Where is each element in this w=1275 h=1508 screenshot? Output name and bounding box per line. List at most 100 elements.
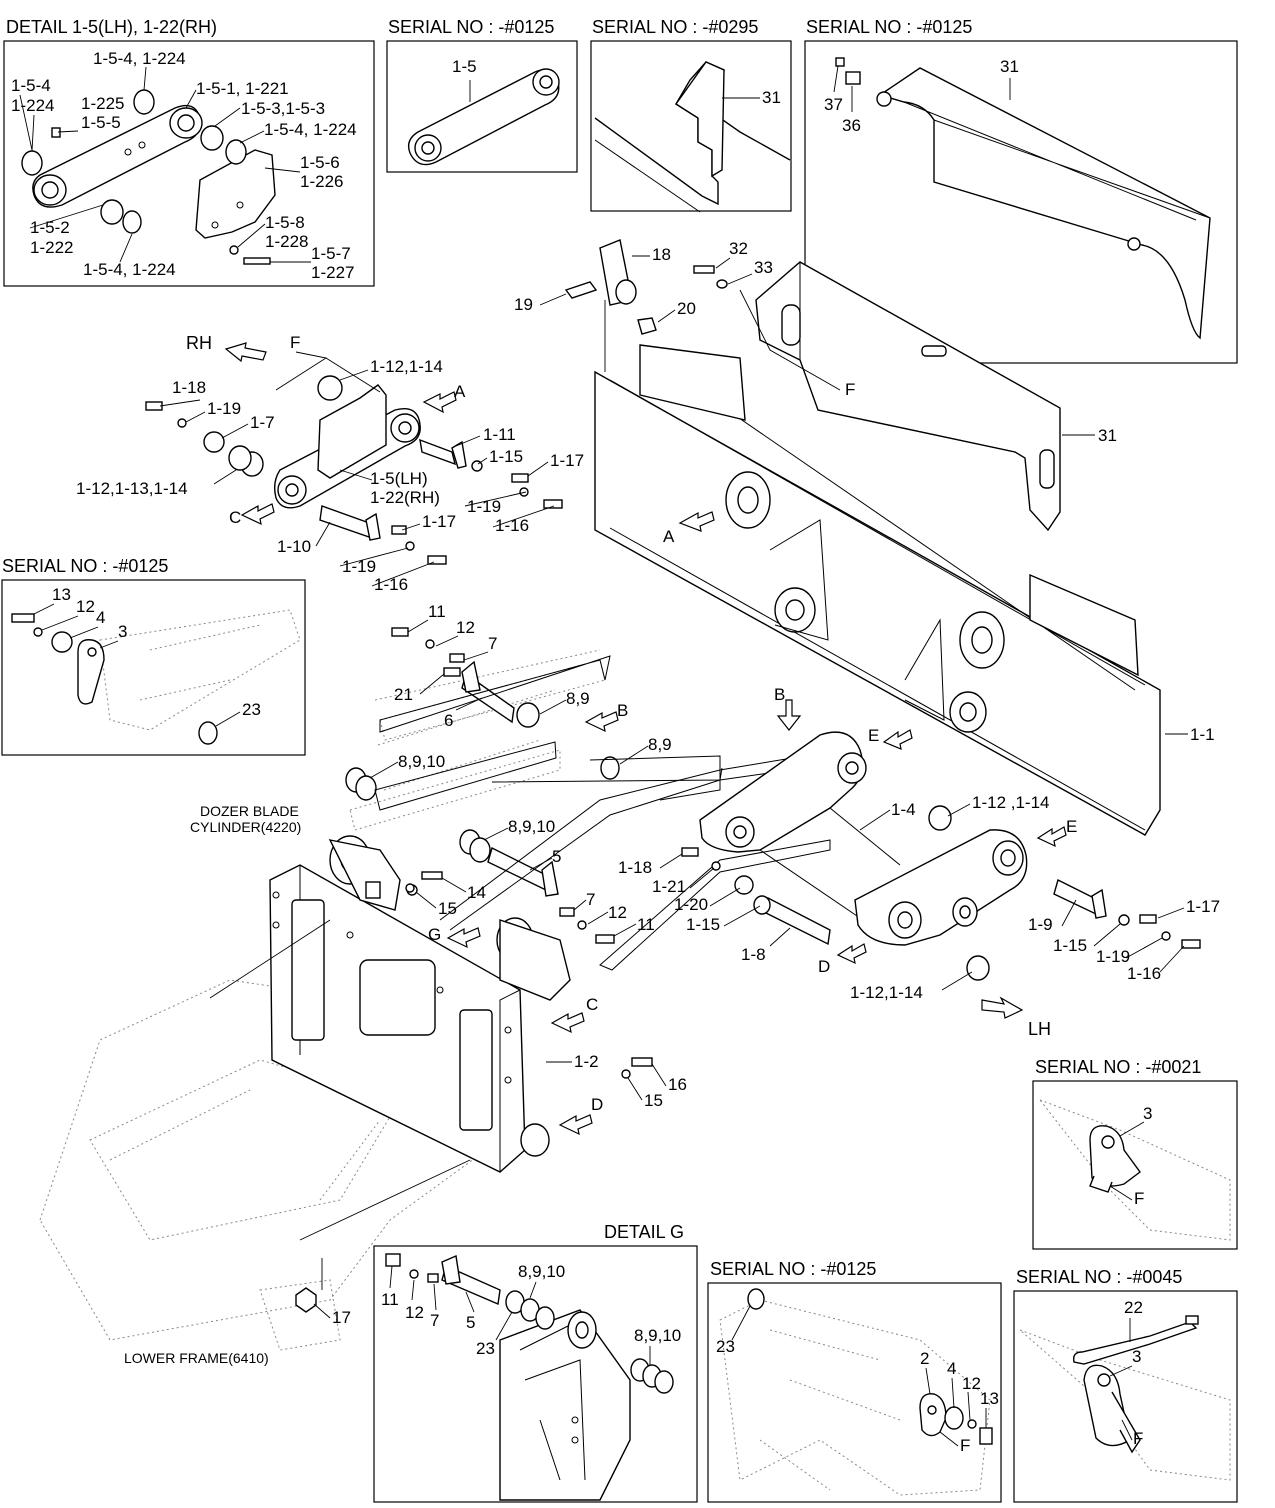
lbl-m-c1: C xyxy=(229,508,241,527)
lbl-g-8910a: 8,9,10 xyxy=(518,1262,565,1281)
lbl-r-115: 1-15 xyxy=(686,915,720,934)
lbl-r-118: 1-18 xyxy=(618,858,652,877)
lbl-l-13: 13 xyxy=(52,585,71,604)
lbl-r-120: 1-20 xyxy=(674,895,708,914)
serial-0125-cyl-panel: SERIAL NO : -#0125 13 12 4 3 23 xyxy=(1,556,306,756)
lbl-sd-13: 13 xyxy=(980,1389,999,1408)
serial-0021-panel: SERIAL NO : -#0021 3 F xyxy=(1032,1057,1238,1250)
arrow-b2-icon xyxy=(776,699,802,731)
lbl-d154b: 1-5-4, 1-224 xyxy=(93,49,186,68)
lbl-sd-4: 4 xyxy=(947,1359,956,1378)
serial-0045-panel: SERIAL NO : -#0045 22 3 F xyxy=(1013,1267,1238,1503)
lbl-c-12: 12 xyxy=(456,618,475,637)
lbl-c-16: 16 xyxy=(668,1075,687,1094)
lbl-d151: 1-5-1, 1-221 xyxy=(196,79,289,98)
lbl-lower-frame: LOWER FRAME(6410) xyxy=(124,1350,269,1366)
lbl-g-11: 11 xyxy=(381,1290,399,1309)
lbl-s21-3: 3 xyxy=(1143,1104,1152,1123)
lbl-m-33: 33 xyxy=(754,258,773,277)
lbl-c-12b: 12 xyxy=(608,903,627,922)
serial-0125-bottom-title: SERIAL NO : -#0125 xyxy=(710,1259,876,1279)
lbl-m-117b: 1-17 xyxy=(422,512,456,531)
serial-0125-link-title: SERIAL NO : -#0125 xyxy=(388,17,554,37)
lbl-c-14: 14 xyxy=(467,883,486,902)
rh-link-assembly: RH F 1-12,1-14 A 1-18 1-19 1-7 1-11 1-15… xyxy=(76,333,715,594)
lbl-c-5: 5 xyxy=(552,847,561,866)
lbl-m-117a: 1-17 xyxy=(550,451,584,470)
arrow-e2-icon xyxy=(1036,826,1067,848)
lbl-r-11: 1-1 xyxy=(1190,725,1215,744)
lbl-c-7b: 7 xyxy=(586,890,595,909)
lbl-c-d1: D xyxy=(591,1095,603,1114)
lbl-d154d: 1-5-4, 1-224 xyxy=(83,260,176,279)
detail-g-title: DETAIL G xyxy=(604,1222,684,1242)
guard-31 xyxy=(755,261,1061,532)
lbl-c-8910b: 8,9,10 xyxy=(508,817,555,836)
lbl-c-89b: 8,9 xyxy=(648,735,672,754)
lbl-sd-12: 12 xyxy=(962,1374,981,1393)
arrow-c2-icon xyxy=(550,1012,585,1034)
arrow-e-icon xyxy=(882,729,913,750)
lbl-s2-31: 31 xyxy=(762,88,781,107)
lbl-dozer-2: CYLINDER(4220) xyxy=(190,819,301,835)
lbl-l-12: 12 xyxy=(76,597,95,616)
lbl-s1-15: 1-5 xyxy=(452,57,477,76)
arm-upper-1-4 xyxy=(699,731,864,853)
lbl-c-b1: B xyxy=(617,701,628,720)
lbl-m-112b: 1-12,1-13,1-14 xyxy=(76,479,188,498)
lbl-r-112: 1-12 ,1-14 xyxy=(972,793,1050,812)
arrow-a2-icon xyxy=(678,511,715,532)
lbl-lh: LH xyxy=(1028,1019,1051,1039)
lbl-l-4: 4 xyxy=(96,608,105,627)
lbl-c-11b: 11 xyxy=(637,915,655,934)
detail-g-frame xyxy=(373,1245,698,1503)
serial-0125-bottom-panel: SERIAL NO : -#0125 23 2 4 12 13 F xyxy=(707,1259,1002,1503)
blade-assembly: 18 19 20 32 33 F 31 1-1 xyxy=(514,239,1215,836)
lbl-r-e1: E xyxy=(868,726,879,745)
detail-1-5-panel: DETAIL 1-5(LH), 1-22(RH) 1-5-4, 1-224 1-… xyxy=(3,17,375,287)
lbl-m-32: 32 xyxy=(729,239,748,258)
lbl-d155: 1-5-5 xyxy=(81,113,121,132)
serial-0125-cyl-frame xyxy=(1,579,306,756)
bracket-plate-1-5-6 xyxy=(195,149,276,239)
lbl-m-19: 19 xyxy=(514,295,533,314)
lbl-m-112a: 1-12,1-14 xyxy=(370,357,443,376)
cylinder-pin-assembly: 11 12 7 21 6 8,9 B 8,9 8,9,10 DOZER BLAD… xyxy=(190,602,862,971)
lbl-r-19: 1-9 xyxy=(1028,915,1053,934)
lbl-r-d: D xyxy=(818,957,830,976)
lbl-sd-2: 2 xyxy=(920,1349,929,1368)
lbl-r-116: 1-16 xyxy=(1127,964,1161,983)
lbl-r-117: 1-17 xyxy=(1186,897,1220,916)
lbl-l-23: 23 xyxy=(242,700,261,719)
detail-1-5-title: DETAIL 1-5(LH), 1-22(RH) xyxy=(6,17,217,37)
lbl-d1227: 1-227 xyxy=(311,263,354,282)
serial-0295-title: SERIAL NO : -#0295 xyxy=(592,17,758,37)
lbl-c-15: 15 xyxy=(438,899,457,918)
lbl-d1226: 1-226 xyxy=(300,172,343,191)
lbl-c-11: 11 xyxy=(428,602,446,621)
lbl-m-116b: 1-16 xyxy=(374,575,408,594)
serial-0125-guard-frame xyxy=(804,40,1238,364)
push-frame-assembly: G C 1-2 16 15 D 17 LOWER FRAME(6410) xyxy=(39,835,687,1366)
lbl-m-118: 1-18 xyxy=(172,378,206,397)
lbl-s45-3: 3 xyxy=(1132,1347,1141,1366)
arrow-a-icon xyxy=(422,391,457,414)
lbl-r-112b: 1-12,1-14 xyxy=(850,983,923,1002)
lbl-c-c2: C xyxy=(586,995,598,1014)
lbl-d1222: 1-222 xyxy=(30,238,73,257)
lbl-d154a: 1-5-4 xyxy=(11,76,51,95)
lbl-r-b: B xyxy=(774,685,785,704)
arrow-b-icon xyxy=(584,711,619,733)
lbl-s3-31: 31 xyxy=(1000,57,1019,76)
lbl-m-a1: A xyxy=(454,382,466,401)
lbl-r-14: 1-4 xyxy=(891,800,916,819)
lbl-d1228: 1-228 xyxy=(265,232,308,251)
serial-0125-link-panel: SERIAL NO : -#0125 1-5 xyxy=(386,17,578,173)
lbl-c-21: 21 xyxy=(394,685,413,704)
lbl-c-15b: 15 xyxy=(644,1091,663,1110)
lbl-m-110: 1-10 xyxy=(277,537,311,556)
lbl-s45-22: 22 xyxy=(1124,1298,1143,1317)
lbl-c-17: 17 xyxy=(332,1308,351,1327)
lbl-s3-37: 37 xyxy=(824,95,843,114)
